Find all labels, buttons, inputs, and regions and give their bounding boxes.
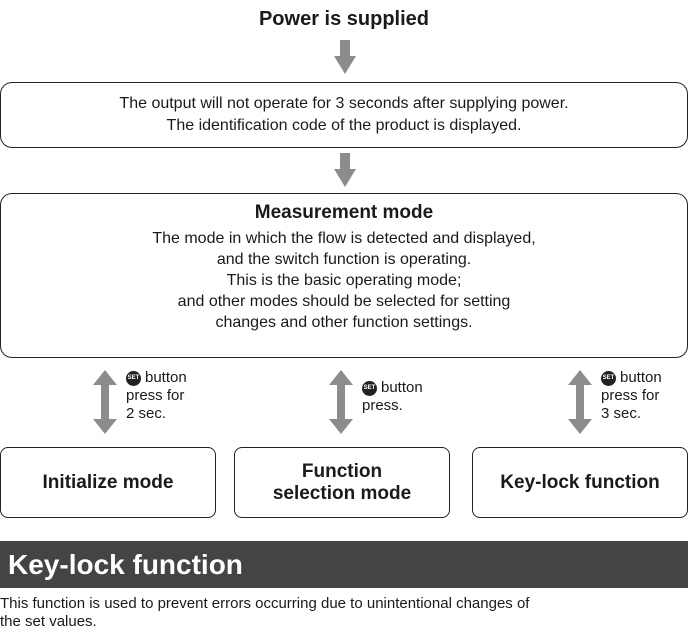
paragraph-line: This function is used to prevent errors …: [0, 595, 530, 612]
initialize-mode-label: Initialize mode: [42, 471, 174, 493]
measurement-line: and the switch function is operating.: [216, 251, 472, 268]
set-button-icon: SET: [126, 370, 141, 386]
function-selection-label-2: selection mode: [272, 482, 412, 504]
startup-line: The output will not operate for 3 second…: [119, 95, 569, 112]
double-arrow-icon: [93, 370, 117, 434]
paragraph-line: the set values.: [0, 613, 97, 630]
section-header-banner: Key-lock function: [0, 541, 688, 588]
function-selection-mode-box: Function selection mode: [234, 447, 450, 518]
measurement-line: The mode in which the flow is detected a…: [152, 230, 536, 247]
double-arrow-icon: [568, 370, 592, 434]
double-arrow-icon: [329, 370, 353, 434]
startup-line: The identification code of the product i…: [166, 117, 522, 134]
set-button-icon: SET: [362, 380, 377, 396]
measurement-line: changes and other function settings.: [215, 314, 473, 331]
measurement-line: and other modes should be selected for s…: [177, 293, 511, 310]
set-button-icon: SET: [601, 370, 616, 386]
measurement-line: This is the basic operating mode;: [226, 272, 462, 289]
initialize-mode-box: Initialize mode: [0, 447, 216, 518]
keylock-mode-box: Key-lock function: [472, 447, 688, 518]
keylock-mode-label: Key-lock function: [500, 471, 660, 493]
measurement-mode-title: Measurement mode: [254, 202, 434, 223]
measurement-mode-box: Measurement mode The mode in which the f…: [0, 193, 688, 358]
startup-info-box: The output will not operate for 3 second…: [0, 82, 688, 148]
keylock-description: This function is used to prevent errors …: [0, 595, 688, 631]
function-selection-label-1: Function: [301, 460, 383, 482]
down-arrow-icon: [334, 153, 356, 187]
power-supplied-title: Power is supplied: [258, 8, 430, 30]
down-arrow-icon: [334, 40, 356, 74]
